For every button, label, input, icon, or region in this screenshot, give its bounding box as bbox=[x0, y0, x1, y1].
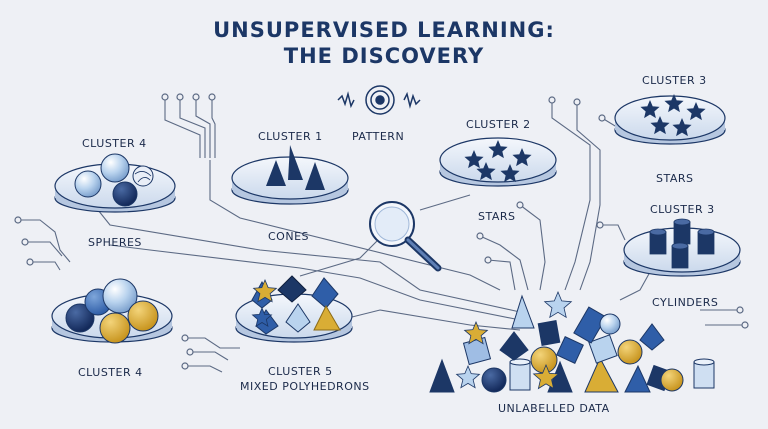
pattern-wave-icon bbox=[337, 85, 421, 115]
cluster-2-star bbox=[500, 163, 520, 183]
magnifying-glass-icon bbox=[369, 201, 442, 272]
circuit-nodes bbox=[14, 93, 749, 370]
cluster-3-top-name: CLUSTER 3 bbox=[642, 74, 707, 87]
plate-cluster-1-cones bbox=[231, 145, 349, 205]
cluster-5-caption: MIXED POLYHEDRONS bbox=[240, 380, 370, 393]
cluster-3-star bbox=[686, 101, 706, 121]
pile-star bbox=[455, 364, 481, 389]
plate-cluster-5-polyhedrons bbox=[235, 275, 353, 343]
cluster-3-right-caption: CYLINDERS bbox=[652, 296, 719, 309]
cluster-2-caption: STARS bbox=[478, 210, 516, 223]
cluster-3-star bbox=[650, 115, 670, 135]
cluster-5-star bbox=[251, 306, 273, 327]
cluster-4-top-caption: SPHERES bbox=[88, 236, 142, 249]
cluster-4-top-name: CLUSTER 4 bbox=[82, 137, 147, 150]
cluster-1-caption: CONES bbox=[268, 230, 309, 243]
cluster-5-star bbox=[252, 278, 278, 303]
stars bbox=[251, 93, 706, 390]
cluster-3-top-caption: STARS bbox=[656, 172, 694, 185]
cluster-3-star bbox=[640, 99, 660, 119]
cluster-3-right-name: CLUSTER 3 bbox=[650, 203, 715, 216]
cluster-2-name: CLUSTER 2 bbox=[466, 118, 531, 131]
cluster-3-star bbox=[672, 117, 692, 137]
cluster-2-star bbox=[488, 139, 508, 159]
title-line-1: UNSUPERVISED LEARNING: bbox=[213, 18, 555, 42]
cluster-2-star bbox=[464, 149, 484, 169]
cluster-3-star bbox=[664, 93, 684, 113]
cluster-2-star bbox=[476, 161, 496, 181]
pile-star bbox=[463, 320, 489, 345]
unlabelled-data-label: UNLABELLED DATA bbox=[498, 402, 610, 415]
cluster-1-name: CLUSTER 1 bbox=[258, 130, 323, 143]
unlabelled-data-pile bbox=[429, 294, 715, 393]
cluster-5-name: CLUSTER 5 bbox=[268, 365, 333, 378]
pile-star bbox=[543, 290, 573, 319]
plate-cluster-4-spheres bbox=[54, 153, 176, 213]
pattern-label: PATTERN bbox=[352, 130, 405, 143]
title-line-2: THE DISCOVERY bbox=[283, 44, 485, 68]
cluster-4-bottom-name: CLUSTER 4 bbox=[78, 366, 143, 379]
pile-star bbox=[532, 363, 560, 390]
cylinders-group bbox=[649, 218, 715, 269]
cluster-2-star bbox=[512, 147, 532, 167]
plate-cluster-4-bottom bbox=[51, 278, 173, 344]
